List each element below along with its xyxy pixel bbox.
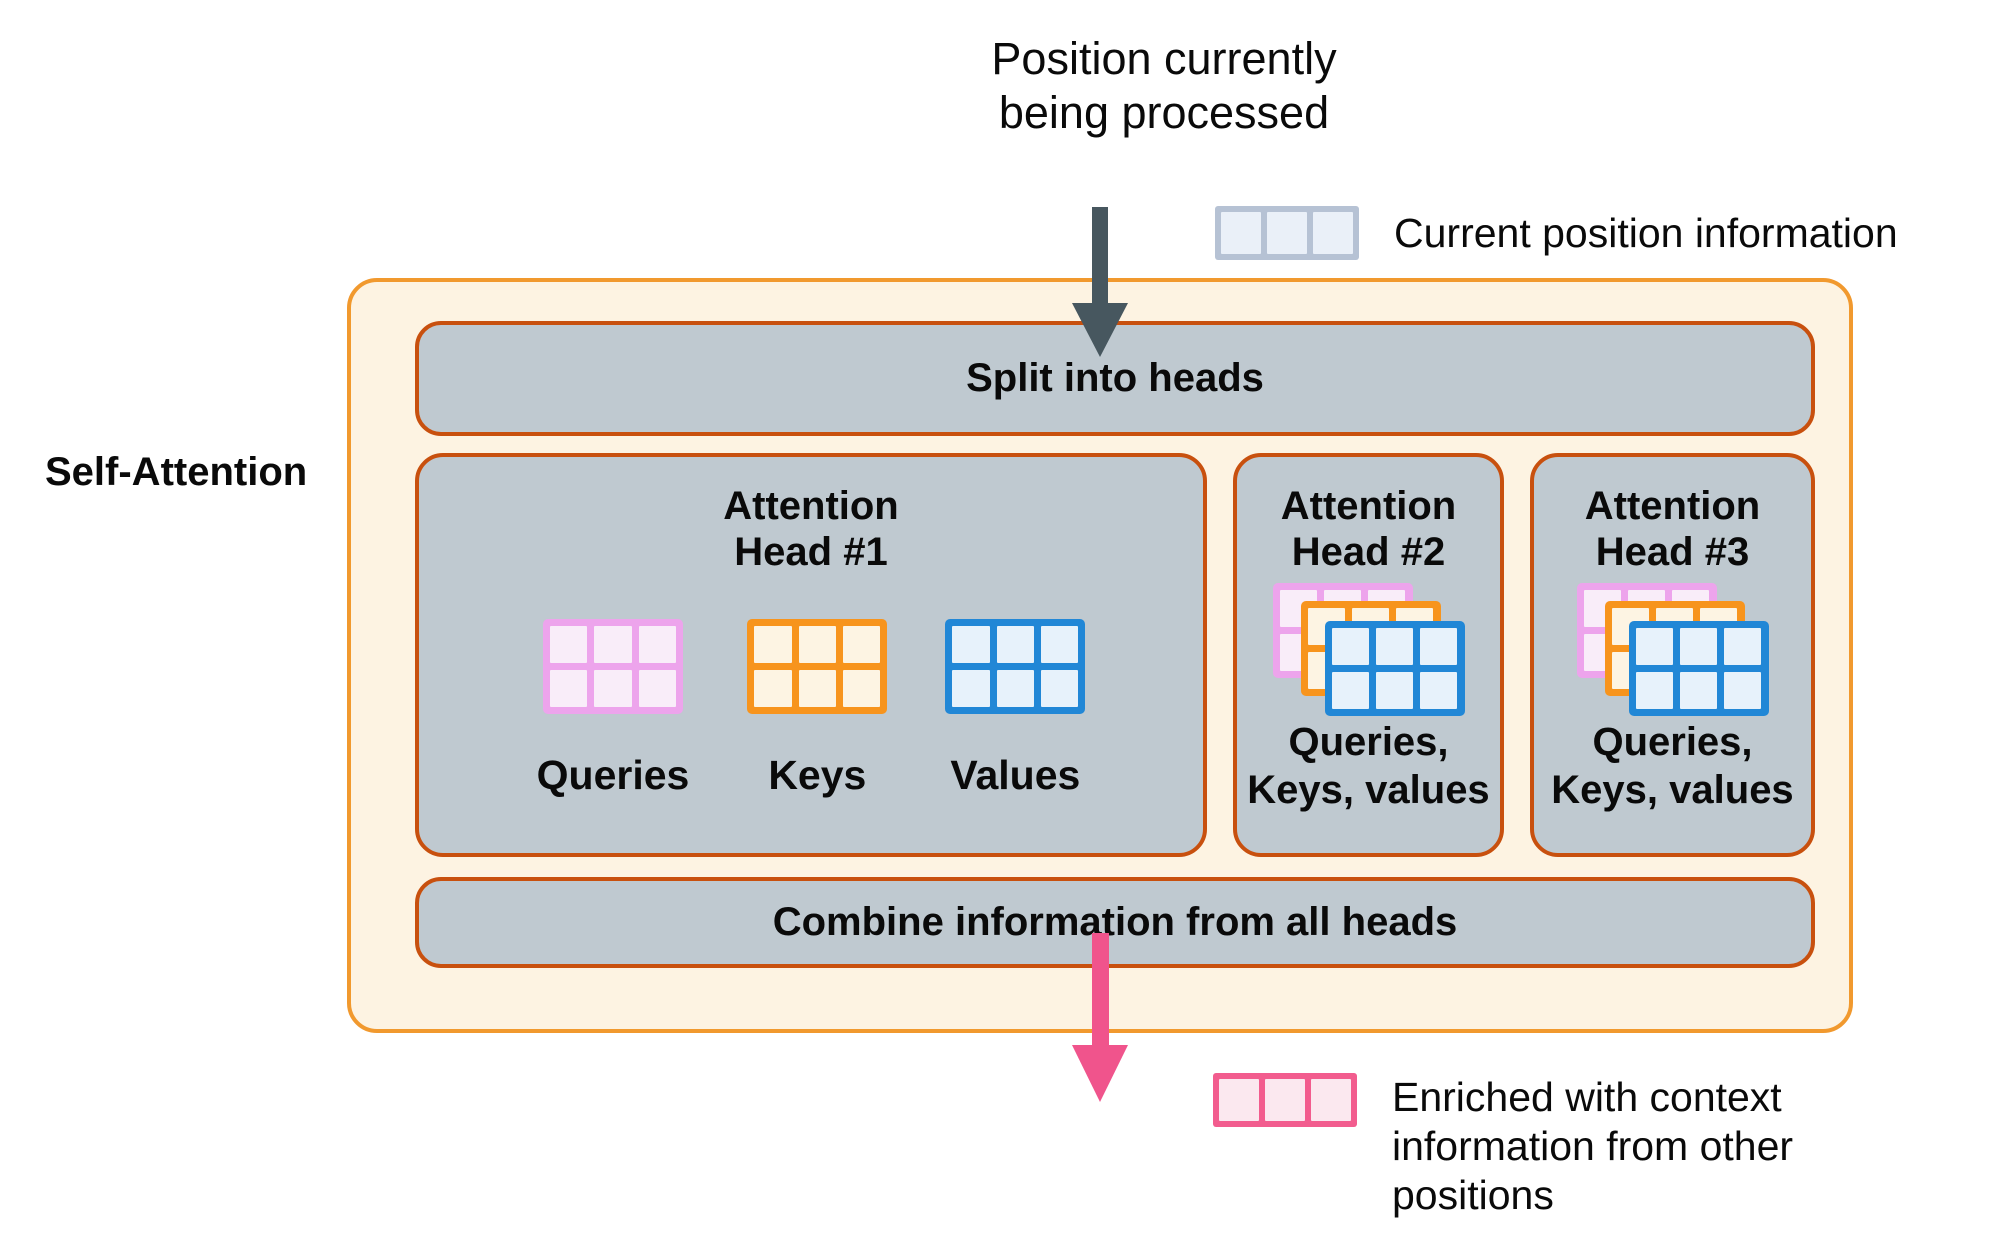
grid-cell — [952, 670, 990, 707]
swatch-cell — [1221, 212, 1261, 254]
attention-head-1: Attention Head #1 Queries Keys — [415, 453, 1207, 857]
swatch-cell — [1313, 212, 1353, 254]
attention-head-3-title-line2: Head #3 — [1595, 530, 1750, 574]
queries-grid-icon — [542, 619, 683, 714]
stacked-qkv-grids — [1272, 583, 1465, 716]
grid-cell — [549, 626, 588, 663]
queries-label: Queries — [536, 752, 690, 798]
current-position-swatch-icon — [1215, 206, 1359, 260]
keys-grid-icon — [747, 619, 888, 714]
grid-cell — [1679, 672, 1718, 709]
output-arrow-shaft — [1092, 933, 1109, 1046]
grid-cell — [843, 670, 881, 707]
values-label: Values — [950, 752, 1081, 798]
grid-cell — [798, 626, 836, 663]
grid-cell — [1724, 672, 1762, 709]
qkv-label-line1: Queries, — [1288, 720, 1449, 764]
grid-cell — [1724, 628, 1762, 665]
legend-enriched-line2: information from other — [1392, 1123, 1794, 1169]
grid-cell — [996, 626, 1034, 663]
output-arrow-head-icon — [1072, 1045, 1128, 1102]
qkv-label-line2: Keys, values — [1551, 768, 1794, 812]
attention-head-1-title: Attention Head #1 — [723, 483, 899, 575]
legend-enriched-context-label: Enriched with context information from o… — [1392, 1073, 1793, 1220]
grid-cell — [1635, 628, 1673, 665]
grid-cell — [996, 670, 1034, 707]
legend-enriched-context: Enriched with context information from o… — [1213, 1073, 1793, 1220]
swatch-cell — [1311, 1079, 1351, 1121]
swatch-cell — [1265, 1079, 1305, 1121]
combine-heads-bar: Combine information from all heads — [415, 877, 1815, 968]
grid-cell — [843, 626, 881, 663]
grid-cell — [754, 670, 792, 707]
grid-cell — [1041, 670, 1079, 707]
swatch-cell — [1219, 1079, 1259, 1121]
grid-cell — [638, 670, 676, 707]
attention-head-2: Attention Head #2 Queries, Keys, values — [1233, 453, 1504, 857]
grid-cell — [1420, 628, 1458, 665]
grid-cell — [798, 670, 836, 707]
legend-current-position-label: Current position information — [1394, 210, 1898, 256]
enriched-context-swatch-icon — [1213, 1073, 1357, 1127]
grid-cell — [549, 670, 588, 707]
attention-heads-row: Attention Head #1 Queries Keys — [415, 453, 1815, 857]
combine-heads-label: Combine information from all heads — [772, 900, 1458, 944]
grid-cell — [1375, 672, 1414, 709]
stacked-values-grid-icon — [1628, 621, 1769, 716]
grid-cell — [1679, 628, 1718, 665]
qkv-grids-row: Queries Keys Values — [537, 619, 1086, 799]
attention-head-3-title-line1: Attention — [1584, 484, 1761, 528]
split-into-heads-label: Split into heads — [966, 356, 1264, 400]
grid-cell — [594, 670, 632, 707]
swatch-cell — [1267, 212, 1307, 254]
attention-head-2-title-line1: Attention — [1280, 484, 1457, 528]
position-caption-line1: Position currently — [991, 33, 1337, 84]
values-column: Values — [945, 619, 1086, 799]
attention-head-2-title-line2: Head #2 — [1291, 530, 1446, 574]
grid-cell — [594, 626, 632, 663]
attention-head-3: Attention Head #3 Queries, Keys, values — [1530, 453, 1815, 857]
values-grid-icon — [945, 619, 1086, 714]
self-attention-label: Self-Attention — [45, 450, 308, 494]
stacked-qkv-grids — [1576, 583, 1769, 716]
attention-head-2-qkv-label: Queries, Keys, values — [1247, 718, 1489, 814]
keys-column: Keys — [747, 619, 888, 799]
grid-cell — [1635, 672, 1673, 709]
attention-head-1-title-line1: Attention — [723, 484, 899, 528]
stacked-values-grid-icon — [1324, 621, 1465, 716]
grid-cell — [1331, 672, 1369, 709]
grid-cell — [754, 626, 792, 663]
grid-cell — [1041, 626, 1079, 663]
attention-head-3-title: Attention Head #3 — [1585, 483, 1761, 575]
position-caption-line2: being processed — [998, 87, 1330, 138]
legend-enriched-line3: positions — [1392, 1172, 1554, 1218]
grid-cell — [1375, 628, 1414, 665]
grid-cell — [1331, 628, 1369, 665]
qkv-label-line1: Queries, — [1592, 720, 1753, 764]
position-caption: Position currently being processed — [991, 32, 1336, 140]
grid-cell — [952, 626, 990, 663]
attention-head-1-title-line2: Head #1 — [734, 530, 888, 574]
input-arrow-shaft — [1092, 207, 1108, 305]
grid-cell — [1420, 672, 1458, 709]
attention-head-2-title: Attention Head #2 — [1281, 483, 1457, 575]
qkv-label-line2: Keys, values — [1247, 768, 1490, 812]
grid-cell — [638, 626, 676, 663]
legend-current-position: Current position information — [1215, 206, 1898, 260]
input-arrow-head-icon — [1072, 303, 1128, 357]
queries-column: Queries — [536, 619, 690, 799]
attention-head-3-qkv-label: Queries, Keys, values — [1551, 718, 1793, 814]
keys-label: Keys — [768, 752, 867, 798]
legend-enriched-line1: Enriched with context — [1392, 1074, 1782, 1120]
